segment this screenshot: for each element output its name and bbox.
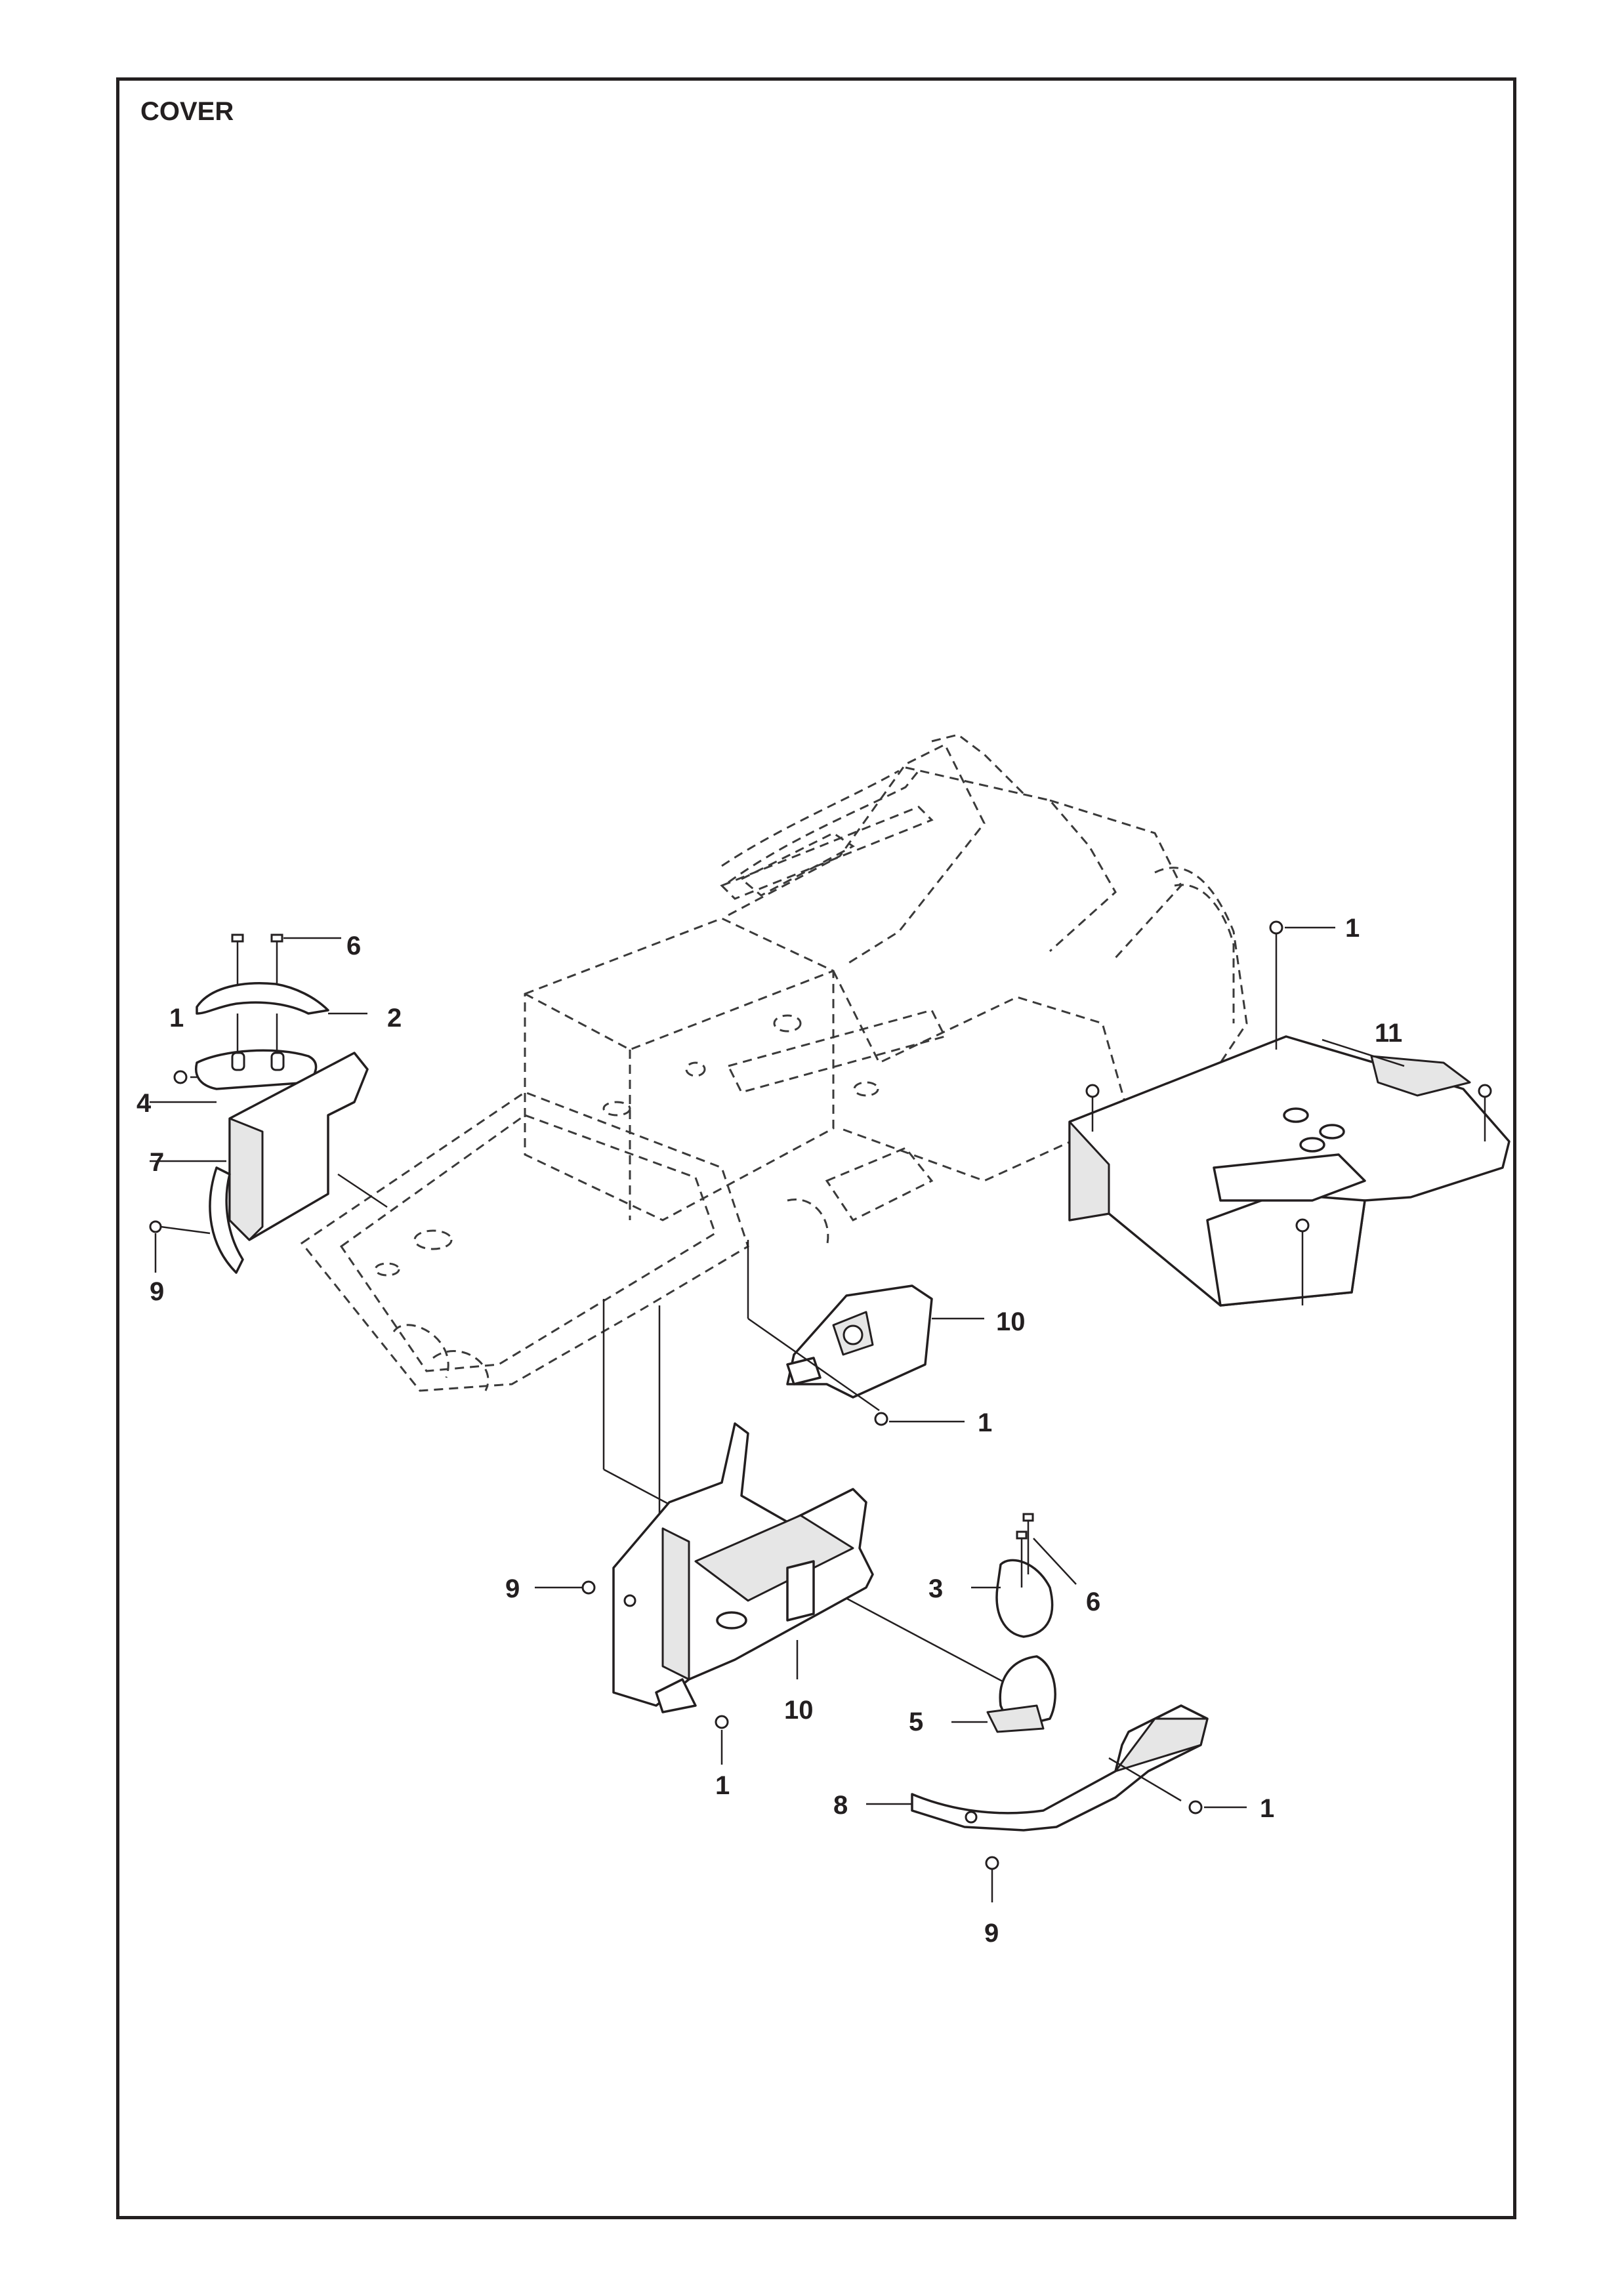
callout-1-rear: 1 — [1345, 914, 1360, 943]
callout-7: 7 — [150, 1148, 164, 1177]
part-7-side-cover — [150, 1052, 388, 1274]
part-4-mount-plate — [150, 1049, 318, 1103]
callout-1-small-bracket: 1 — [978, 1408, 992, 1437]
callout-2: 2 — [387, 1004, 402, 1033]
screw-6-left — [231, 933, 341, 984]
screw-1-center — [715, 1715, 729, 1765]
screw-9-left — [149, 1220, 211, 1273]
chassis-frame-outline — [300, 733, 1248, 1392]
part-8-side-cover — [866, 1704, 1247, 1832]
callout-3: 3 — [928, 1574, 943, 1603]
callout-9-right: 9 — [984, 1919, 999, 1948]
part-10-center-cover — [602, 1299, 1024, 1713]
screw-9-right — [985, 1856, 999, 1902]
callout-9-left: 9 — [150, 1277, 164, 1306]
part-10-bracket-small — [747, 1240, 984, 1426]
callout-11: 11 — [1375, 1019, 1402, 1048]
callout-9-center: 9 — [505, 1574, 520, 1603]
callout-1-right: 1 — [1260, 1794, 1274, 1823]
callout-10-small: 10 — [996, 1307, 1026, 1336]
part-5-mount-right — [951, 1655, 1056, 1733]
callout-5: 5 — [909, 1708, 923, 1736]
callout-6-right: 6 — [1086, 1588, 1100, 1616]
callout-10-center: 10 — [784, 1696, 814, 1725]
drawing-frame — [116, 77, 1516, 2219]
screw-9-center — [535, 1580, 636, 1607]
part-11-floor-cover — [1068, 920, 1510, 1307]
page-title: COVER — [140, 97, 234, 126]
callout-6-left: 6 — [346, 932, 361, 960]
screw-6-right — [1016, 1513, 1077, 1588]
part-3-cap-right — [971, 1559, 1054, 1638]
callout-1-center: 1 — [715, 1771, 730, 1800]
part-2-cover-cap — [196, 982, 367, 1056]
callout-4: 4 — [136, 1089, 152, 1118]
callout-8: 8 — [833, 1791, 848, 1820]
callout-1-left-top: 1 — [169, 1004, 184, 1033]
